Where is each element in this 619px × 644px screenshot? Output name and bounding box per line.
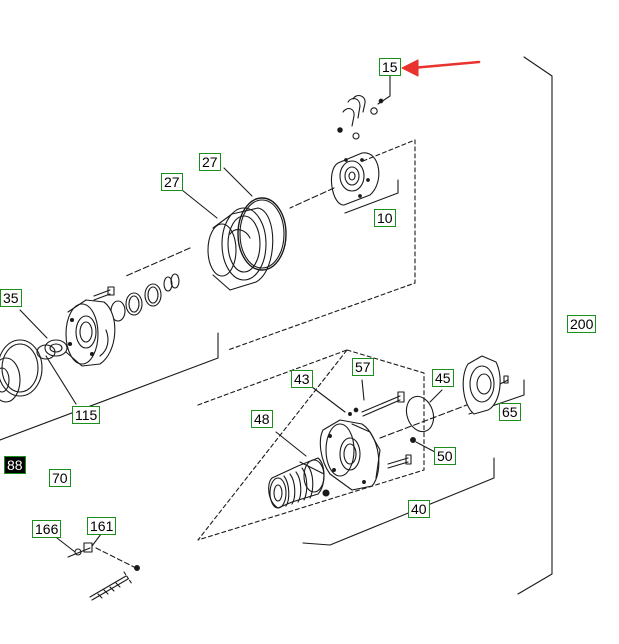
assembly-bracket-200: [517, 56, 553, 595]
left-rings: [0, 309, 77, 405]
fitting-parts-166-161: [56, 533, 140, 601]
pointer-arrow-icon: [401, 59, 481, 77]
callout-70[interactable]: 70: [49, 469, 71, 487]
dashed-group-outline-lower: [197, 349, 425, 541]
callout-57[interactable]: 57: [352, 358, 374, 376]
callout-200[interactable]: 200: [567, 315, 597, 333]
housing-10: [330, 152, 399, 214]
callout-15[interactable]: 15: [379, 58, 401, 76]
seal-rings: [110, 273, 180, 322]
callout-166[interactable]: 166: [32, 520, 62, 538]
dashed-group-outline-upper: [227, 139, 416, 351]
flange-housing: [65, 299, 116, 367]
cover-plate-65: [462, 355, 509, 415]
leader-43: [311, 386, 346, 413]
screw-50: [387, 437, 436, 469]
callout-27-lower[interactable]: 27: [161, 173, 183, 191]
callout-45[interactable]: 45: [432, 369, 454, 387]
callout-48[interactable]: 48: [251, 410, 273, 428]
spring-sleeve-48: [268, 431, 330, 509]
callout-40[interactable]: 40: [408, 500, 430, 518]
bolt-57: [348, 379, 405, 417]
callout-35[interactable]: 35: [0, 289, 22, 307]
callout-88[interactable]: 88: [4, 456, 26, 474]
fittings-group-15: [337, 75, 391, 140]
callout-161[interactable]: 161: [87, 517, 117, 535]
centre-axis-upper: [125, 187, 335, 277]
oring-45: [405, 389, 443, 433]
callout-27-upper[interactable]: 27: [199, 153, 221, 171]
callout-115[interactable]: 115: [72, 406, 101, 424]
main-housing-40: [319, 419, 381, 491]
callout-65[interactable]: 65: [499, 403, 521, 421]
callout-50[interactable]: 50: [434, 447, 456, 465]
callout-10[interactable]: 10: [374, 209, 396, 227]
flange-bolt: [93, 286, 115, 301]
callout-43[interactable]: 43: [291, 370, 313, 388]
hub-27: [181, 167, 287, 291]
